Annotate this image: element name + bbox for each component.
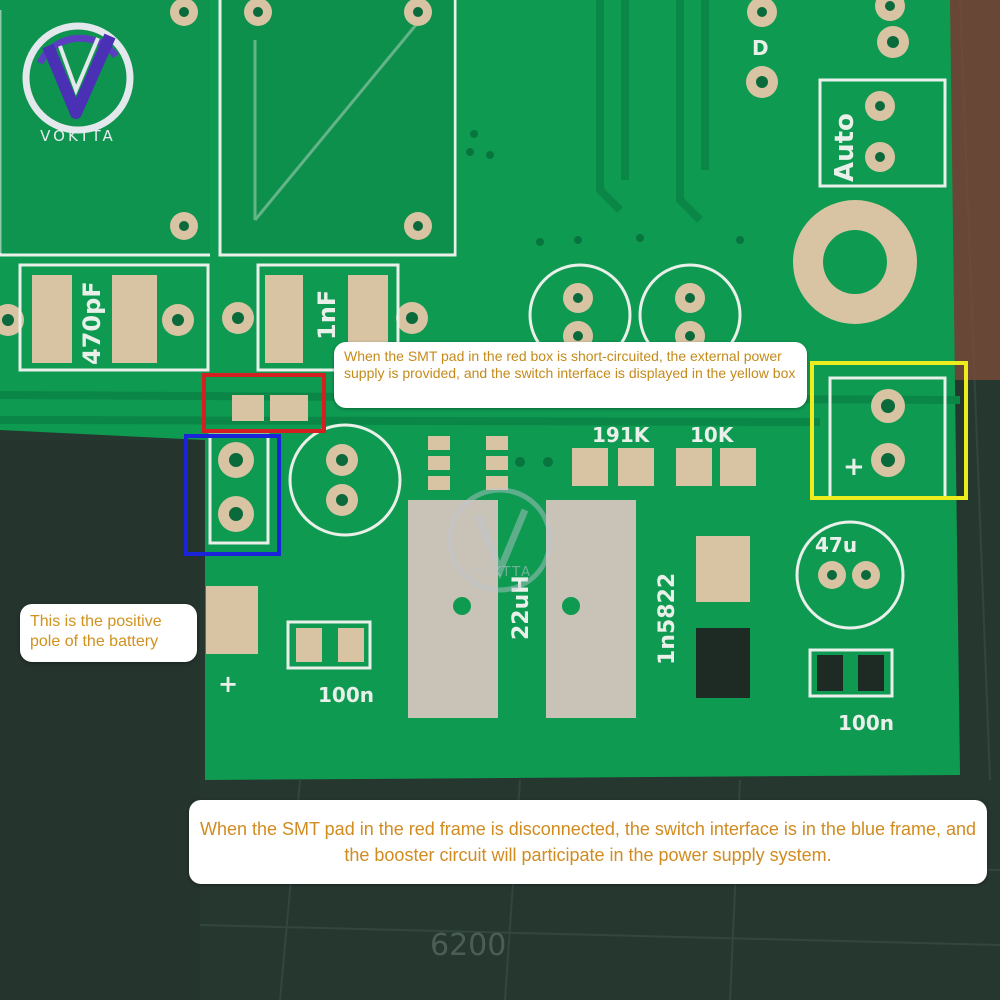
silk-191k: 191K bbox=[592, 423, 651, 447]
watermark-text: VOKTTA bbox=[470, 565, 532, 580]
watermark-logo bbox=[447, 487, 553, 593]
voktta-logo-icon bbox=[22, 22, 134, 134]
brand-logo-text: VOKTTA bbox=[40, 127, 116, 145]
silk-470pf: 470pF bbox=[78, 281, 106, 365]
silk-10k: 10K bbox=[690, 423, 735, 447]
callout-red-box-short-circuit: When the SMT pad in the red box is short… bbox=[334, 342, 807, 408]
silk-100n-left: 100n bbox=[318, 683, 374, 707]
silk-d: D bbox=[752, 36, 769, 60]
silk-47u: 47u bbox=[815, 533, 857, 557]
yellow-highlight-box bbox=[810, 361, 968, 500]
blue-highlight-box bbox=[184, 434, 281, 556]
silk-1n5822: 1n5822 bbox=[655, 573, 680, 665]
callout-red-frame-disconnected: When the SMT pad in the red frame is dis… bbox=[189, 800, 987, 884]
silk-22uh: 22uH bbox=[509, 575, 534, 640]
silk-1nf: 1nF bbox=[313, 290, 341, 340]
silk-plus-right: + bbox=[843, 452, 865, 482]
red-highlight-box bbox=[202, 373, 326, 433]
mat-marking: 6200 bbox=[430, 928, 506, 963]
silk-auto: Auto bbox=[830, 113, 860, 182]
callout-battery-positive: This is the positive pole of the battery bbox=[20, 604, 197, 662]
silk-100n-right: 100n bbox=[838, 711, 894, 735]
silk-plus-left: + bbox=[218, 670, 238, 698]
